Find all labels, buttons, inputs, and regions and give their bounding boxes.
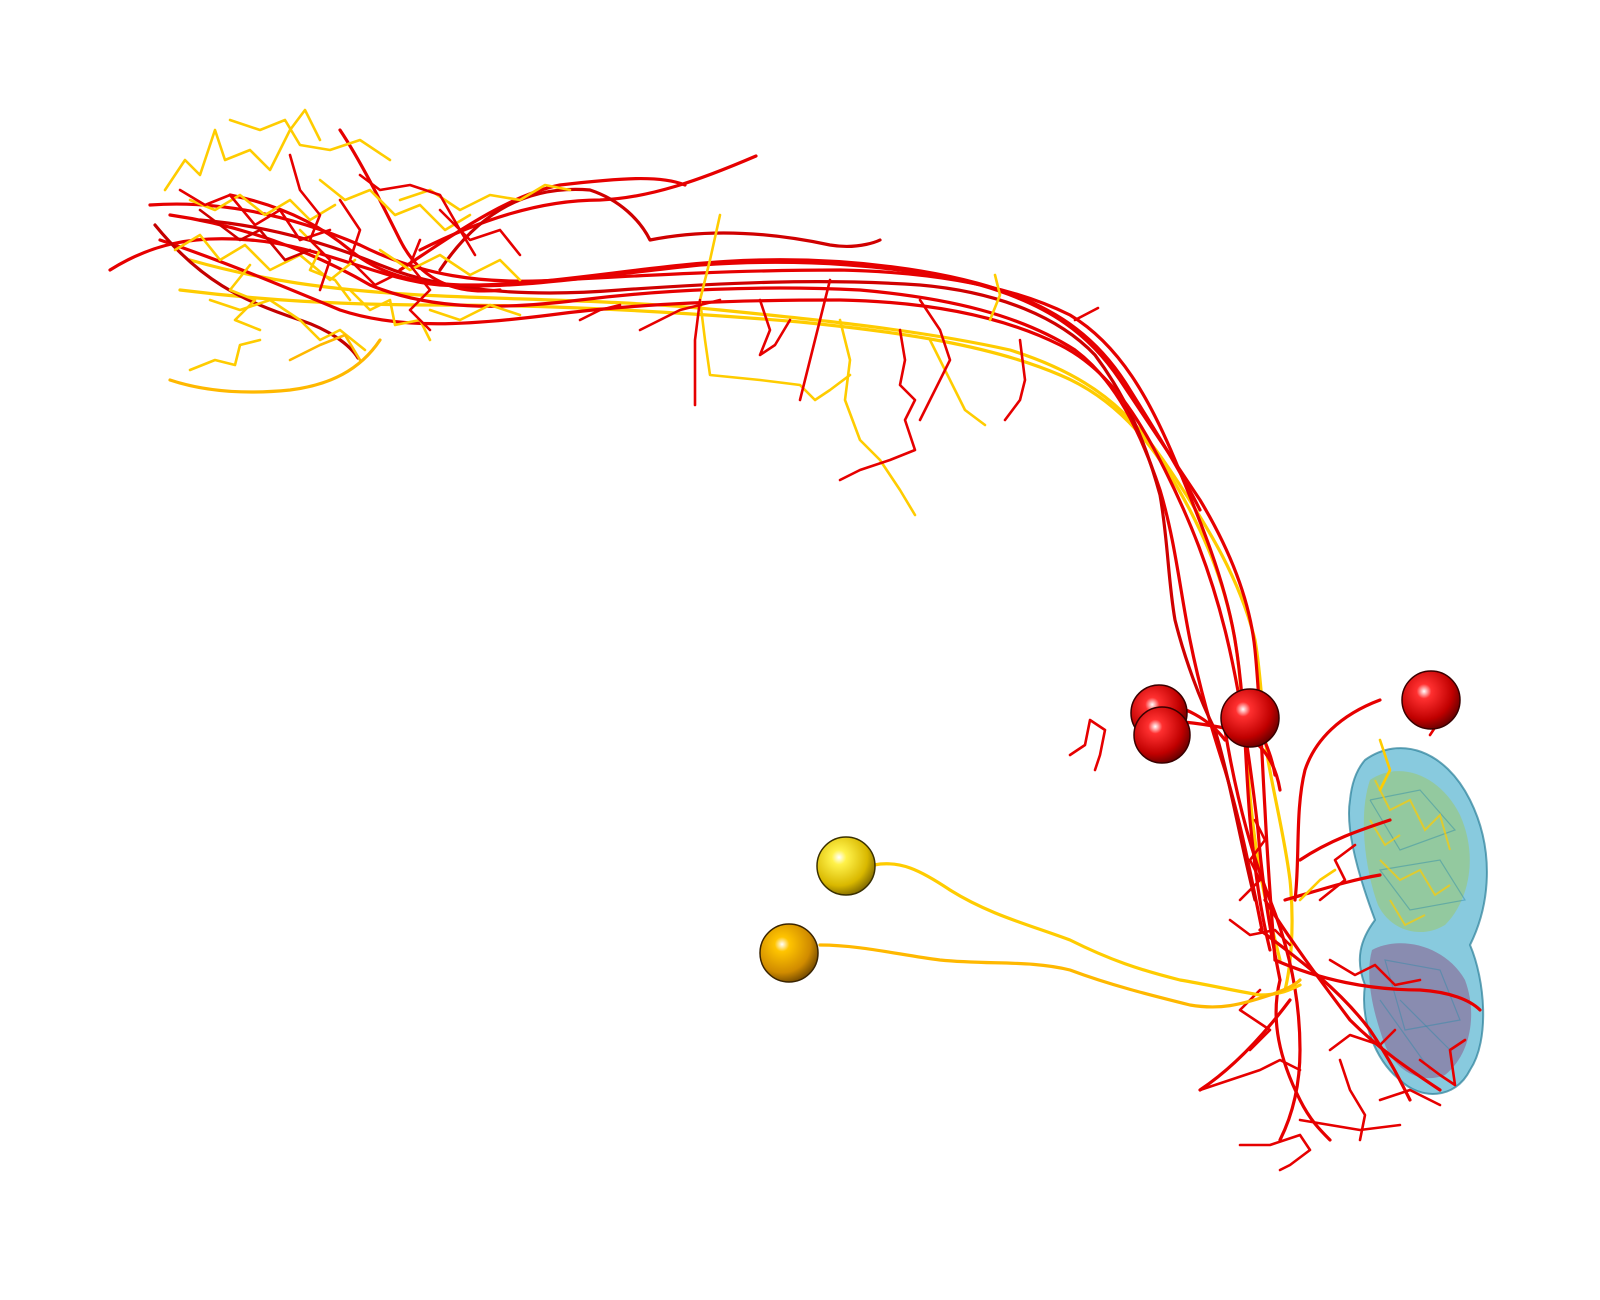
dendritic-tuft-left — [163, 108, 572, 372]
soma-neurites — [818, 683, 1452, 1009]
terminal-arbors — [1198, 738, 1467, 1172]
neuropil-mesh — [1348, 747, 1488, 1095]
orange-soma — [759, 923, 819, 983]
somas — [759, 670, 1461, 983]
red-soma — [1133, 706, 1191, 764]
axon-bundle — [108, 128, 1482, 1142]
axon-side-branches — [578, 213, 1100, 517]
red-soma — [1401, 670, 1461, 730]
red-soma — [1220, 688, 1280, 748]
yellow-soma — [816, 836, 876, 896]
